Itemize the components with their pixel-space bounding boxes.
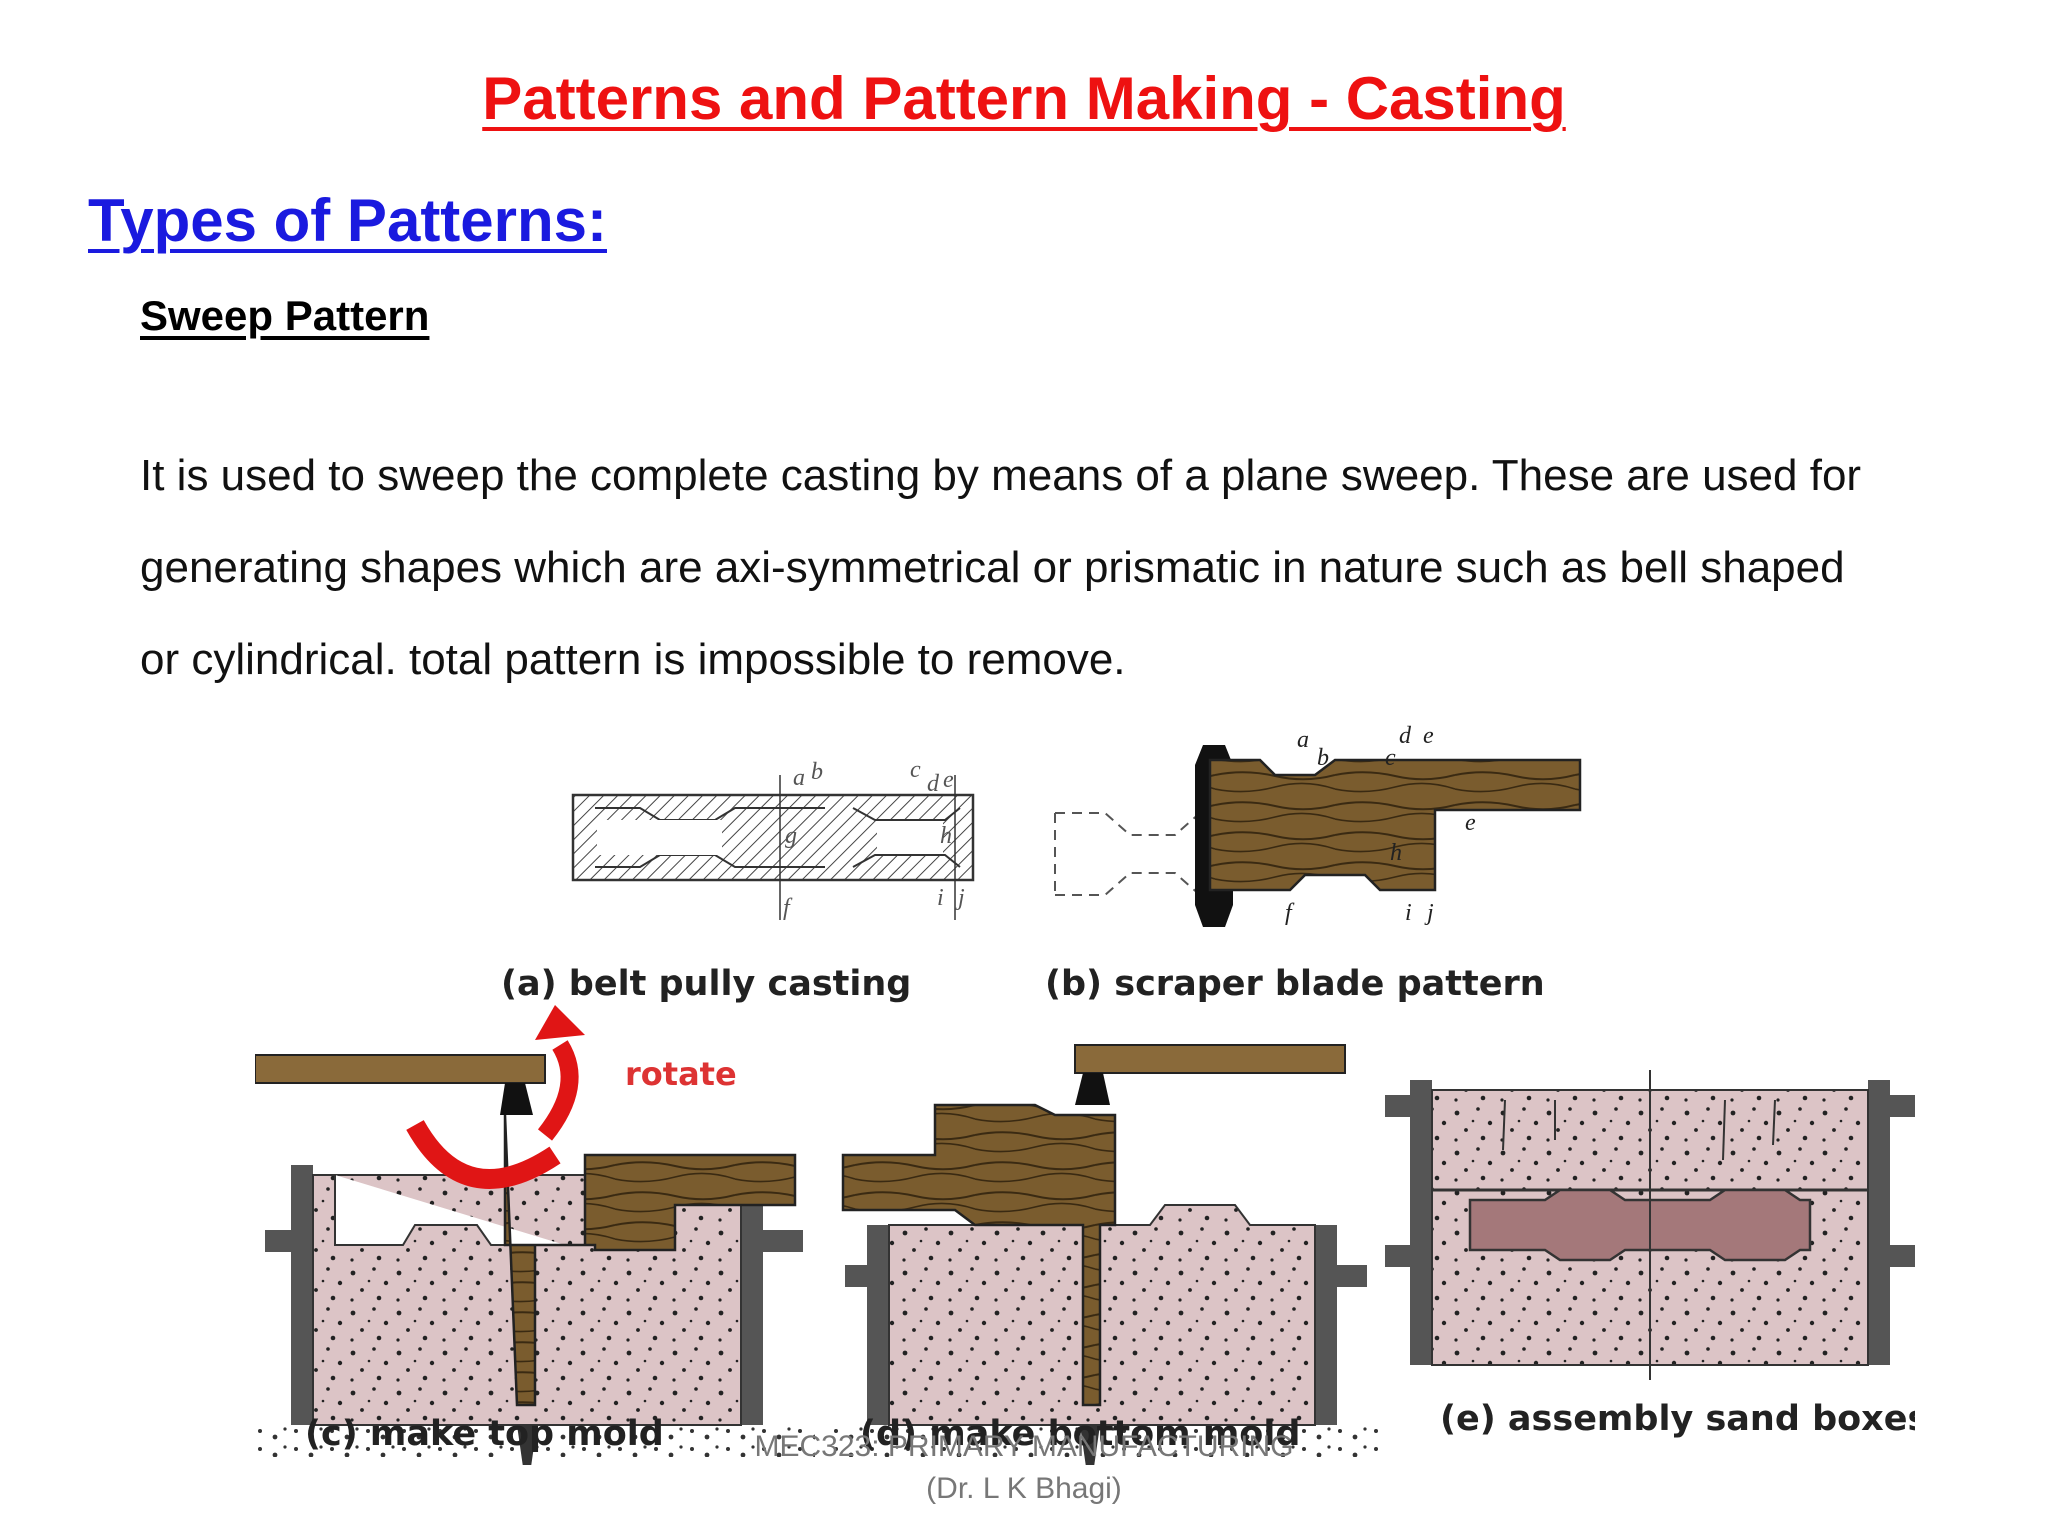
footer-course: MEC323: PRIMARY MANUFACTURING	[754, 1430, 1294, 1463]
belt-pulley-casting-diagram: a b c d e f g h i j	[571, 757, 975, 921]
footer-author: (Dr. L K Bhagi)	[926, 1472, 1122, 1505]
point-label: j	[1424, 900, 1434, 926]
slide-title: Patterns and Pattern Making - Casting	[482, 65, 1566, 132]
point-label: h	[940, 823, 952, 849]
caption-c: (c) make top mold	[305, 1414, 664, 1454]
caption-e: (e) assembly sand boxes	[1440, 1399, 1915, 1439]
point-label: i	[1405, 900, 1412, 926]
point-label: e	[1465, 810, 1476, 836]
point-label: d	[1399, 723, 1412, 749]
point-label: e	[943, 767, 954, 793]
point-label: c	[910, 757, 921, 783]
point-label: e	[1423, 723, 1434, 749]
top-mold-diagram: rotate	[254, 1005, 815, 1495]
topic-heading: Sweep Pattern	[140, 292, 430, 339]
sweep-pattern-figure: a b c d e f g h i j a b c d e	[254, 705, 1928, 1495]
slide-footer: MEC323: PRIMARY MANUFACTURING (Dr. L K B…	[0, 1426, 2048, 1510]
sweep-pattern-illustration: a b c d e f g h i j a b c d e	[254, 723, 1928, 1495]
point-label: c	[1385, 745, 1396, 771]
paragraph-line: generating shapes which are axi-symmetri…	[140, 543, 1845, 592]
point-label: i	[937, 885, 944, 911]
bottom-mold-diagram	[830, 1044, 1380, 1495]
section-title: Types of Patterns:	[88, 187, 607, 254]
caption-a: (a) belt pully casting	[501, 964, 911, 1004]
rotate-label: rotate	[625, 1055, 737, 1093]
paragraph-line: It is used to sweep the complete casting…	[140, 451, 1862, 500]
caption-b: (b) scraper blade pattern	[1045, 964, 1545, 1004]
point-label: b	[1317, 745, 1329, 771]
point-label: j	[955, 885, 965, 911]
assembly-sand-boxes-diagram	[1385, 1070, 1920, 1380]
point-label: f	[1285, 900, 1295, 926]
point-label: b	[811, 759, 823, 785]
point-label: a	[1297, 727, 1309, 753]
point-label: a	[793, 765, 805, 791]
scraper-blade-diagram: a b c d e e f h i j	[1054, 723, 1582, 927]
paragraph-line: or cylindrical. total pattern is impossi…	[140, 635, 1126, 684]
point-label: d	[927, 771, 940, 797]
point-label: h	[1390, 840, 1402, 866]
caption-d: (d) make bottom mold	[860, 1414, 1300, 1454]
point-label: g	[785, 823, 797, 849]
description-paragraph: It is used to sweep the complete casting…	[140, 430, 2010, 706]
point-label: f	[783, 895, 793, 921]
